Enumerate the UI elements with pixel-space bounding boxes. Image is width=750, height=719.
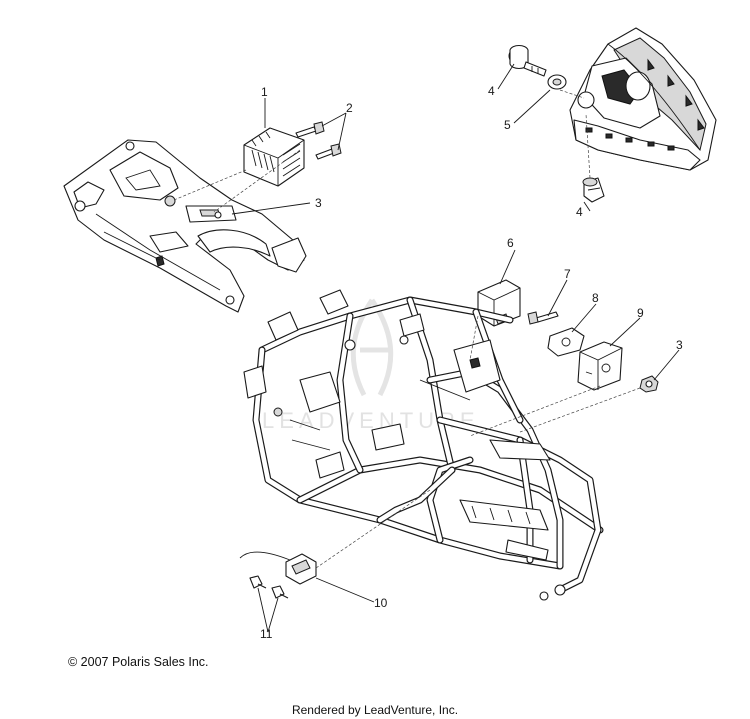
rendered-by-footer: Rendered by LeadVenture, Inc. bbox=[291, 703, 459, 717]
part-5-washer bbox=[547, 74, 567, 90]
part-4-key-switch-top bbox=[508, 44, 547, 77]
callout-9: 9 bbox=[637, 306, 644, 320]
part-7-bolt bbox=[527, 311, 559, 325]
part-10-sensor bbox=[239, 551, 317, 585]
part-11-screws bbox=[249, 575, 289, 599]
callout-3b: 3 bbox=[676, 338, 683, 352]
leader-lines bbox=[231, 63, 680, 633]
callout-2: 2 bbox=[346, 101, 353, 115]
callout-1: 1 bbox=[261, 85, 268, 99]
callout-11: 11 bbox=[260, 627, 273, 641]
callout-7: 7 bbox=[564, 267, 571, 281]
callout-3a: 3 bbox=[315, 196, 322, 210]
watermark: LEADVENTURE bbox=[262, 298, 475, 433]
part-4-switch-lower bbox=[582, 177, 605, 203]
callout-labels: 1 2 3 4 5 4 6 7 8 9 3 10 11 bbox=[260, 84, 683, 641]
callout-10: 10 bbox=[374, 596, 388, 610]
front-headlight-pod bbox=[569, 27, 717, 171]
rear-mounting-bracket bbox=[63, 139, 307, 313]
copyright-notice: © 2007 Polaris Sales Inc. bbox=[68, 655, 209, 669]
alignment-lines bbox=[173, 89, 641, 569]
callout-4a: 4 bbox=[488, 84, 495, 98]
callout-6: 6 bbox=[507, 236, 514, 250]
part-1-regulator bbox=[243, 127, 305, 187]
callout-8: 8 bbox=[592, 291, 599, 305]
part-8-plate bbox=[547, 327, 585, 357]
callout-5: 5 bbox=[504, 118, 511, 132]
part-9-bracket bbox=[577, 341, 623, 391]
main-frame bbox=[243, 289, 604, 601]
callout-4b: 4 bbox=[576, 205, 583, 219]
